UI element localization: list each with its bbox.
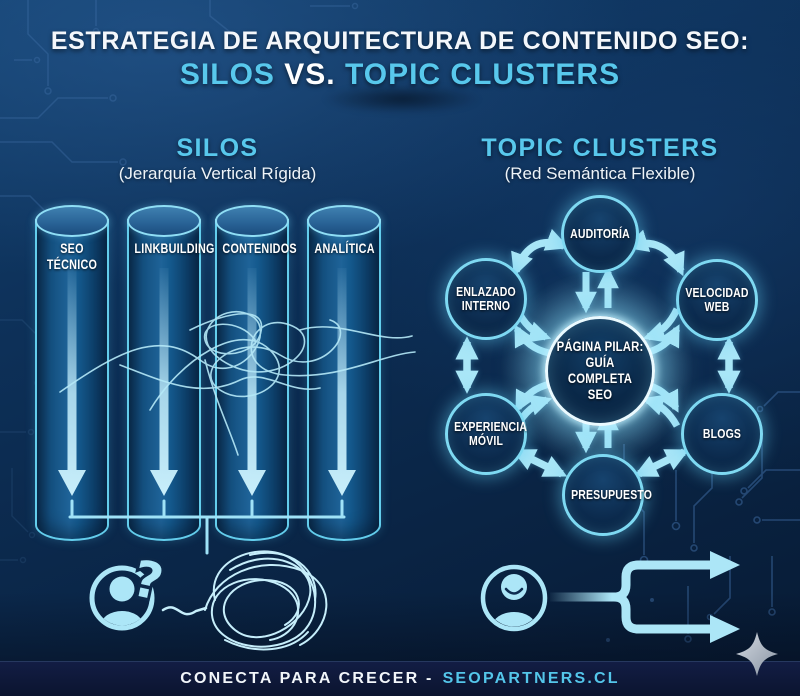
footer-brand-link[interactable]: SEOPARTNERS.CL	[442, 670, 620, 687]
node-label: VELOCIDAD WEB	[685, 286, 749, 314]
pillar-line-3: COMPLETA SEO	[567, 371, 633, 403]
node-label: AUDITORÍA	[570, 227, 630, 241]
node-velocidad-web: VELOCIDAD WEB	[676, 259, 758, 341]
node-experiencia-movil: EXPERIENCIA MÓVIL	[445, 393, 527, 475]
bottom-vignette	[0, 592, 800, 662]
footer-message: CONECTA PARA CRECER -	[180, 670, 434, 687]
subtitle-vs-word: VS.	[274, 58, 345, 91]
subtitle-clusters-word: TOPIC CLUSTERS	[344, 58, 621, 91]
clusters-heading: TOPIC CLUSTERS	[481, 134, 719, 162]
cylinder-body	[307, 219, 381, 541]
cylinder-label: SEO TÉCNICO	[46, 241, 98, 272]
cylinder-label: ANALÍTICA	[314, 241, 375, 256]
node-blogs: BLOGS	[681, 393, 763, 475]
node-auditoria: AUDITORÍA	[561, 195, 639, 273]
cylinder-top	[215, 205, 289, 237]
silo-funnel-bracket	[68, 499, 346, 555]
silo-cylinder-analitica: ANALÍTICA	[307, 205, 381, 541]
clusters-subtitle: (Red Semántica Flexible)	[504, 164, 696, 183]
ink-smudge	[322, 84, 482, 114]
cylinder-body	[215, 219, 289, 541]
main-subtitle: SILOS VS. TOPIC CLUSTERS	[0, 58, 800, 92]
node-presupuesto: PRESUPUESTO	[562, 454, 653, 536]
cylinder-top	[127, 205, 201, 237]
silos-subtitle: (Jerarquía Vertical Rígida)	[118, 164, 317, 183]
silo-cylinder-seo-tecnico: SEO TÉCNICO	[35, 205, 109, 541]
silo-cylinder-linkbuilding: LINKBUILDING	[127, 205, 215, 541]
main-title: ESTRATEGIA DE ARQUITECTURA DE CONTENIDO …	[50, 27, 750, 55]
node-label: BLOGS	[702, 427, 742, 441]
node-label: EXPERIENCIA MÓVIL	[454, 420, 528, 448]
cylinder-label: CONTENIDOS	[222, 241, 297, 256]
pillar-line-1: PÁGINA PILAR:	[556, 338, 644, 354]
node-label: PRESUPUESTO	[571, 488, 653, 502]
cylinder-label: LINKBUILDING	[134, 241, 215, 256]
silos-heading: SILOS	[176, 134, 259, 162]
pillar-line-2: GUÍA	[585, 354, 615, 370]
node-label: ENLAZADO INTERNO	[456, 285, 516, 313]
cylinder-top	[35, 205, 109, 237]
node-enlazado-interno: ENLAZADO INTERNO	[445, 258, 527, 340]
cylinder-body	[127, 219, 201, 541]
subtitle-silos-word: SILOS	[179, 58, 275, 91]
footer-bar: CONECTA PARA CRECER - SEOPARTNERS.CL	[0, 661, 800, 696]
cylinder-top	[307, 205, 381, 237]
silo-cylinder-contenidos: CONTENIDOS	[215, 205, 297, 541]
